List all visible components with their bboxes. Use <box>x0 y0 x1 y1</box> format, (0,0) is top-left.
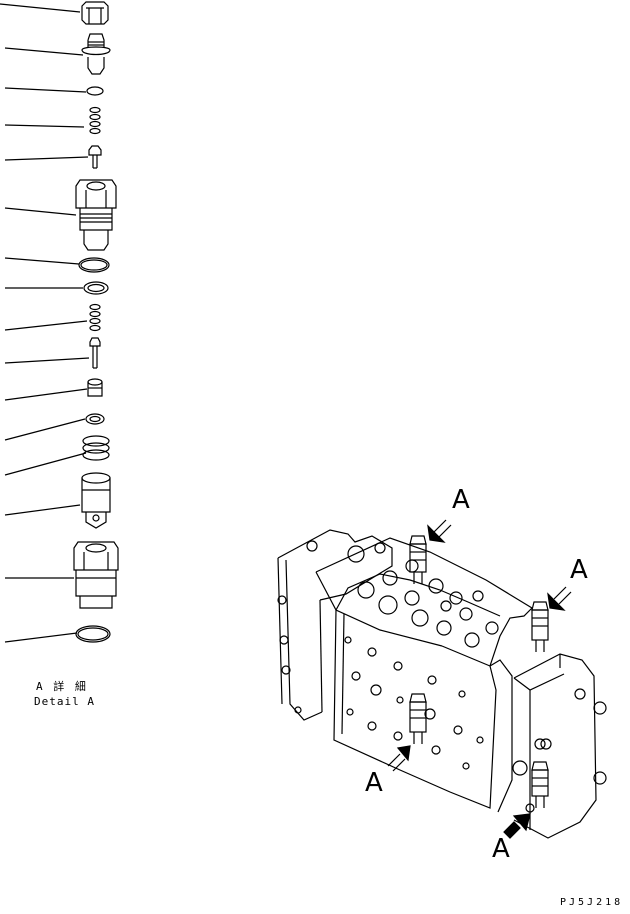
control-valve-assembly <box>277 529 607 839</box>
detail-title-jp: A 詳 細 <box>36 680 88 693</box>
part-sleeve <box>87 378 103 397</box>
part-plug <box>81 33 111 75</box>
part-small-oring <box>86 86 104 96</box>
part-spring <box>89 303 101 332</box>
view-letter-a-right: A <box>570 555 588 585</box>
part-piston <box>81 472 111 529</box>
detail-title-en: Detail A <box>34 695 95 708</box>
arrow-a-top <box>427 519 452 543</box>
view-letter-a-front: A <box>365 768 383 798</box>
leader-lines <box>0 3 90 643</box>
drawing-code: PJ5J218 <box>560 897 624 908</box>
arrow-a-front <box>387 745 411 772</box>
view-letter-a-top: A <box>452 485 470 515</box>
part-small-spring <box>89 106 101 135</box>
part-bottom-oring <box>75 625 111 643</box>
arrow-a-right <box>547 586 572 611</box>
relief-valve-top <box>409 535 427 584</box>
relief-valve-front <box>409 693 427 744</box>
part-valve-body <box>75 179 117 251</box>
relief-valve-right <box>531 601 549 652</box>
part-poppet-pin <box>88 145 102 169</box>
view-letter-a-bottom: A <box>492 834 510 864</box>
part-backup-ring <box>83 281 109 295</box>
part-large-spring <box>82 435 110 461</box>
part-small-ring <box>85 413 105 425</box>
part-nut <box>81 1 109 25</box>
pointer-arrows <box>387 519 572 839</box>
part-housing <box>73 541 119 609</box>
part-pin <box>89 337 101 369</box>
arrow-a-bottom <box>503 813 531 839</box>
relief-valve-bottom <box>531 761 549 808</box>
part-large-oring <box>78 257 110 273</box>
